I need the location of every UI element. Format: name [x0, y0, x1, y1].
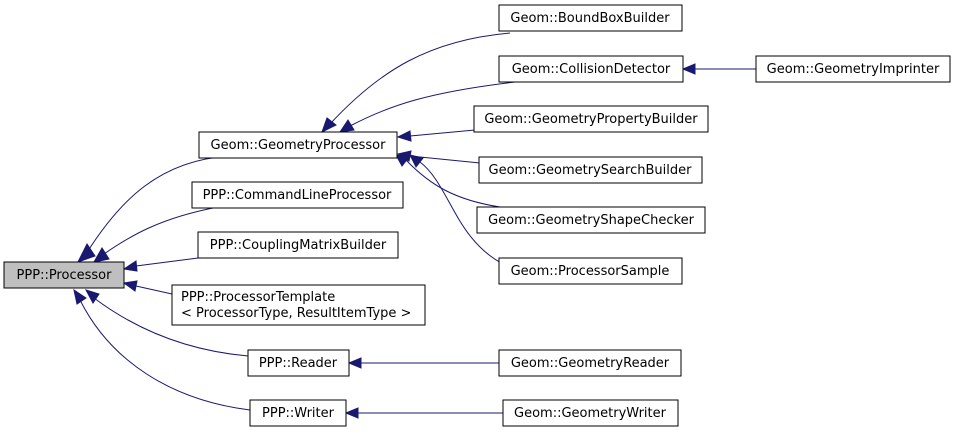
edge-writer-to-geometrywriter	[344, 407, 503, 419]
edge-geometryprocessor-to-geometrypropertybuilder	[396, 129, 476, 142]
node-geometry-shape-checker[interactable]: Geom::GeometryShapeChecker	[476, 206, 706, 234]
node-collision-detector[interactable]: Geom::CollisionDetector	[498, 55, 684, 83]
node-ppp-processor[interactable]: PPP::Processor	[3, 261, 125, 289]
node-label: Geom::GeometryImprinter	[767, 62, 940, 77]
edge-geometryprocessor-to-geometrysearchbuilder	[396, 150, 481, 164]
node-label-line1: PPP::ProcessorTemplate	[181, 290, 335, 305]
node-label-line2: < ProcessorType, ResultItemType >	[181, 306, 411, 321]
node-label: PPP::CouplingMatrixBuilder	[210, 238, 387, 253]
edge-processor-to-geometryprocessor	[76, 155, 231, 263]
edge-processor-to-couplingmatrixbuilder	[122, 257, 199, 272]
node-geometry-search-builder[interactable]: Geom::GeometrySearchBuilder	[478, 156, 703, 184]
node-label: PPP::Processor	[17, 268, 113, 283]
edge-processor-to-writer	[73, 288, 251, 411]
edge-geometryprocessor-to-geometryshapechecker	[395, 154, 501, 208]
edge-collisiondetector-to-geometryimprinter	[681, 63, 756, 75]
node-processor-sample[interactable]: Geom::ProcessorSample	[498, 257, 683, 285]
edge-geometryprocessor-to-collisiondetector	[338, 81, 516, 133]
node-label: Geom::GeometryProcessor	[211, 138, 387, 153]
node-label: PPP::Reader	[259, 356, 338, 371]
node-label: Geom::GeometryShapeChecker	[488, 213, 695, 228]
edge-geometryprocessor-to-boundboxbuilder	[321, 32, 511, 134]
node-command-line-processor[interactable]: PPP::CommandLineProcessor	[191, 181, 404, 209]
node-ppp-reader[interactable]: PPP::Reader	[247, 349, 350, 377]
node-label: Geom::GeometryPropertyBuilder	[484, 112, 698, 127]
node-geometry-property-builder[interactable]: Geom::GeometryPropertyBuilder	[473, 105, 709, 133]
edge-reader-to-geometryreader	[347, 357, 499, 369]
node-geometry-writer[interactable]: Geom::GeometryWriter	[502, 399, 679, 427]
edge-processor-to-commandlineprocessor	[93, 206, 219, 263]
node-coupling-matrix-builder[interactable]: PPP::CouplingMatrixBuilder	[197, 231, 399, 259]
node-label: Geom::GeometryWriter	[514, 406, 667, 421]
node-label: Geom::GeometryReader	[511, 356, 670, 371]
edge-processor-to-reader	[84, 289, 249, 357]
node-ppp-writer[interactable]: PPP::Writer	[249, 399, 347, 427]
node-label: Geom::BoundBoxBuilder	[510, 11, 670, 26]
node-label: PPP::CommandLineProcessor	[203, 188, 392, 203]
node-geometry-imprinter[interactable]: Geom::GeometryImprinter	[755, 55, 951, 83]
node-geometry-reader[interactable]: Geom::GeometryReader	[498, 349, 682, 377]
node-processor-template[interactable]: PPP::ProcessorTemplate < ProcessorType, …	[171, 284, 426, 326]
node-label: Geom::CollisionDetector	[512, 62, 671, 77]
node-bound-box-builder[interactable]: Geom::BoundBoxBuilder	[498, 4, 683, 32]
node-label: PPP::Writer	[262, 406, 335, 421]
edge-geometryprocessor-to-processorsample	[409, 154, 506, 266]
node-label: Geom::GeometrySearchBuilder	[489, 163, 693, 178]
edge-processor-to-processortemplate	[122, 280, 173, 295]
node-label: Geom::ProcessorSample	[511, 264, 670, 279]
node-geometry-processor[interactable]: Geom::GeometryProcessor	[198, 131, 398, 159]
